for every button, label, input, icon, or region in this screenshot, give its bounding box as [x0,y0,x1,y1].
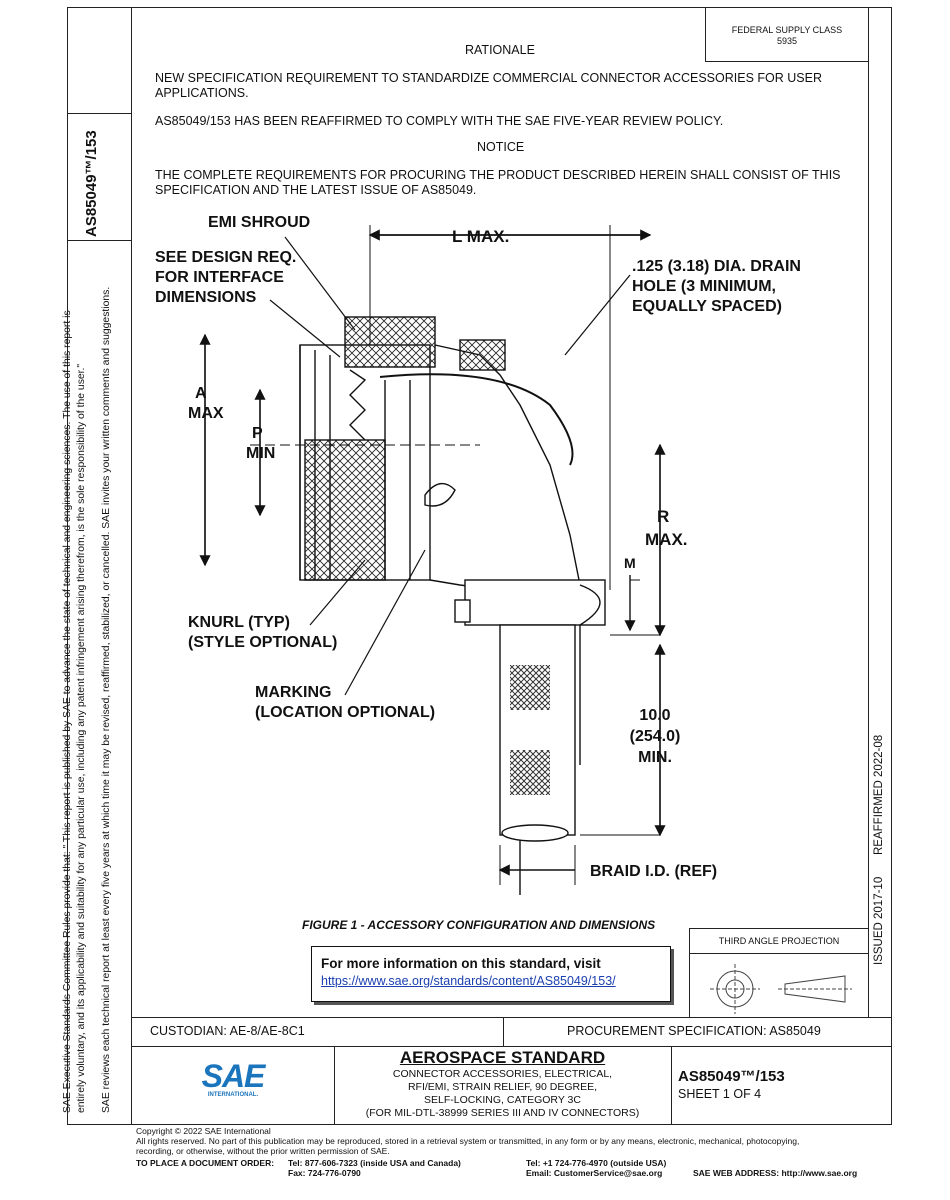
right-divider [868,7,869,1017]
footer-email[interactable]: Email: CustomerService@sae.org [526,1168,663,1178]
fsc-label: FEDERAL SUPPLY CLASS [731,25,843,35]
fsc-number: 5935 [776,36,798,46]
label-drain-hole: .125 (3.18) DIA. DRAIN HOLE (3 MINIMUM, … [632,257,801,317]
title-center: AEROSPACE STANDARD CONNECTOR ACCESSORIES… [334,1048,671,1120]
rationale-title: RATIONALE [465,43,535,57]
label-emi-shroud: EMI SHROUD [208,214,311,231]
figure-drawing [199,225,666,895]
footer-rights-1: All rights reserved. No part of this pub… [136,1136,800,1146]
reaffirmed-date: REAFFIRMED 2022-08 [873,734,885,855]
reaffirmed-text: AS85049/153 HAS BEEN REAFFIRMED TO COMPL… [155,114,724,128]
sae-logo-text: SAE [201,1058,266,1094]
custodian-bottom-line [131,1046,892,1047]
title-divider-1 [334,1046,335,1125]
projection-label: THIRD ANGLE PROJECTION [690,929,868,954]
issued-date: ISSUED 2017-10 [873,876,885,965]
procurement-text: PROCUREMENT SPECIFICATION: AS85049 [567,1024,821,1038]
label-r-max: MAX. [645,530,688,549]
label-r: R [657,507,670,526]
custodian-divider [503,1017,504,1046]
label-marking-1: MARKING [255,684,332,701]
side-disclaimer-3: SAE reviews each technical report at lea… [101,286,112,1113]
label-knurl-1: KNURL (TYP) [188,614,290,631]
label-knurl-2: (STYLE OPTIONAL) [188,634,338,651]
label-drain-2: HOLE (3 MINIMUM, [632,278,776,295]
figure-caption: FIGURE 1 - ACCESSORY CONFIGURATION AND D… [302,918,656,932]
rationale-text: NEW SPECIFICATION REQUIREMENT TO STANDAR… [155,71,822,100]
label-drain-3: EQUALLY SPACED) [632,298,782,315]
left-box-top [67,113,131,114]
label-p-min: MIN [246,445,276,462]
fsc-box: FEDERAL SUPPLY CLASS 5935 [705,7,868,62]
title-doc-number: AS85049™/153 [678,1068,785,1085]
sae-logo: SAE INTERNATIONAL. [198,1060,268,1098]
label-marking: MARKING (LOCATION OPTIONAL) [255,683,435,723]
left-box-bottom [67,240,131,241]
desc-2: RFI/EMI, STRAIN RELIEF, 90 DEGREE, [407,1081,598,1093]
standard-title: AEROSPACE STANDARD [399,1048,606,1067]
footer-rights-2: recording, or otherwise, without the pri… [136,1146,390,1156]
left-divider [131,7,132,1017]
page-frame [67,7,892,1125]
label-design-req-3: DIMENSIONS [155,289,257,306]
label-len-2: (254.0) [629,728,681,745]
projection-symbol-icon [710,964,852,1014]
info-box-link[interactable]: https://www.sae.org/standards/content/AS… [321,974,616,988]
sheet-number: SHEET 1 OF 4 [678,1087,762,1101]
label-design-req: SEE DESIGN REQ. FOR INTERFACE DIMENSIONS [155,248,296,308]
custodian-text: CUSTODIAN: AE-8/AE-8C1 [150,1024,305,1038]
label-design-req-1: SEE DESIGN REQ. [155,249,297,266]
title-left-line [131,1017,132,1125]
label-len-1: 10.0 [639,707,671,724]
footer-tel-outside: Tel: +1 724-776-4970 (outside USA) [526,1158,667,1168]
footer-tel-usa: Tel: 877-606-7323 (inside USA and Canada… [288,1158,461,1168]
info-box-title: For more information on this standard, v… [321,956,601,971]
custodian-top-line [131,1017,892,1018]
label-a: A [195,385,207,402]
sae-logo-sub: INTERNATIONAL. [207,1092,259,1098]
title-divider-2 [671,1046,672,1125]
label-len-3: MIN. [638,749,672,766]
desc-1: CONNECTOR ACCESSORIES, ELECTRICAL, [392,1068,613,1080]
info-box: For more information on this standard, v… [311,946,671,1002]
side-disclaimer-2: entirely voluntary, and its applicabilit… [76,363,87,1113]
footer-order-label: TO PLACE A DOCUMENT ORDER: [136,1158,275,1168]
side-disclaimer-1: SAE Executive Standards Committee Rules … [62,310,73,1113]
label-a-max: MAX [188,405,224,422]
label-marking-2: (LOCATION OPTIONAL) [255,704,436,721]
desc-3: SELF-LOCKING, CATEGORY 3C [424,1094,581,1106]
side-doc-number: AS85049™/153 [83,130,100,237]
footer-fax: Fax: 724-776-0790 [288,1168,361,1178]
label-braid: BRAID I.D. (REF) [590,863,718,880]
label-cable-length: 10.0 (254.0) MIN. [627,705,683,768]
label-l-max: L MAX. [452,227,510,246]
notice-title: NOTICE [477,140,525,154]
label-design-req-2: FOR INTERFACE [155,269,284,286]
label-p: P [252,425,263,442]
desc-4: (FOR MIL-DTL-38999 SERIES III AND IV CON… [365,1107,640,1119]
label-m: M [624,555,636,571]
footer-web[interactable]: SAE WEB ADDRESS: http://www.sae.org [693,1168,858,1178]
projection-box: THIRD ANGLE PROJECTION [689,928,868,1017]
notice-text: THE COMPLETE REQUIREMENTS FOR PROCURING … [155,168,841,197]
footer-copyright: Copyright © 2022 SAE International [136,1126,271,1136]
label-knurl: KNURL (TYP) (STYLE OPTIONAL) [188,613,337,653]
label-drain-1: .125 (3.18) DIA. DRAIN [632,258,801,275]
